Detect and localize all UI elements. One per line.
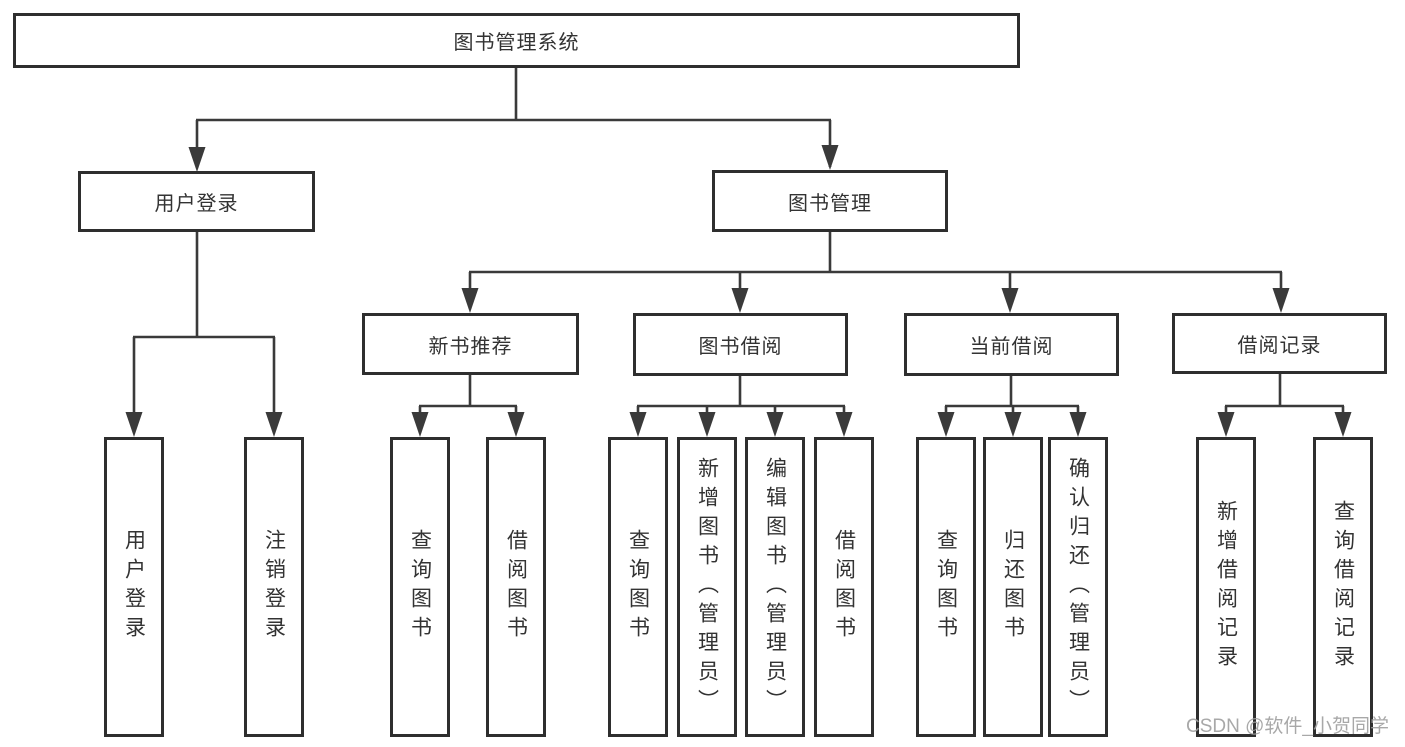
leaf-return-books: 归还图书 bbox=[983, 437, 1043, 737]
leaf-borrow-books-label: 借阅图书 bbox=[832, 529, 856, 645]
leaf-query-books-current-label: 查询图书 bbox=[934, 529, 958, 645]
csdn-watermark: CSDN @软件_小贺同学 bbox=[1186, 716, 1389, 737]
leaf-query-books-borrowing: 查询图书 bbox=[608, 437, 668, 737]
node-library-management-system: 图书管理系统 bbox=[13, 13, 1020, 68]
leaf-query-books-recommend: 查询图书 bbox=[390, 437, 450, 737]
leaf-borrow-books-recommend-label: 借阅图书 bbox=[504, 529, 528, 645]
leaf-add-books-admin: 新增图书（管理员） bbox=[677, 437, 737, 737]
node-new-book-recommendation: 新书推荐 bbox=[362, 313, 579, 375]
leaf-logout-label: 注销登录 bbox=[262, 529, 286, 645]
leaf-user-login-label: 用户登录 bbox=[122, 529, 146, 645]
leaf-add-borrow-record: 新增借阅记录 bbox=[1196, 437, 1256, 737]
leaf-query-books-borrowing-label: 查询图书 bbox=[626, 529, 650, 645]
node-user-login: 用户登录 bbox=[78, 171, 315, 232]
leaf-confirm-return-admin: 确认归还（管理员） bbox=[1048, 437, 1108, 737]
node-book-borrowing: 图书借阅 bbox=[633, 313, 848, 376]
leaf-query-books-current: 查询图书 bbox=[916, 437, 976, 737]
leaf-logout: 注销登录 bbox=[244, 437, 304, 737]
leaf-add-books-admin-label: 新增图书（管理员） bbox=[695, 456, 719, 718]
leaf-borrow-books: 借阅图书 bbox=[814, 437, 874, 737]
leaf-edit-books-admin-label: 编辑图书（管理员） bbox=[763, 456, 787, 718]
leaf-confirm-return-admin-label: 确认归还（管理员） bbox=[1066, 456, 1090, 718]
node-borrowing-records: 借阅记录 bbox=[1172, 313, 1387, 374]
node-book-management: 图书管理 bbox=[712, 170, 948, 232]
leaf-query-books-recommend-label: 查询图书 bbox=[408, 529, 432, 645]
leaf-edit-books-admin: 编辑图书（管理员） bbox=[745, 437, 805, 737]
leaf-user-login: 用户登录 bbox=[104, 437, 164, 737]
leaf-borrow-books-recommend: 借阅图书 bbox=[486, 437, 546, 737]
leaf-return-books-label: 归还图书 bbox=[1001, 529, 1025, 645]
leaf-query-borrow-record-label: 查询借阅记录 bbox=[1331, 500, 1355, 674]
leaf-query-borrow-record: 查询借阅记录 bbox=[1313, 437, 1373, 737]
node-current-borrowing: 当前借阅 bbox=[904, 313, 1119, 376]
leaf-add-borrow-record-label: 新增借阅记录 bbox=[1214, 500, 1238, 674]
